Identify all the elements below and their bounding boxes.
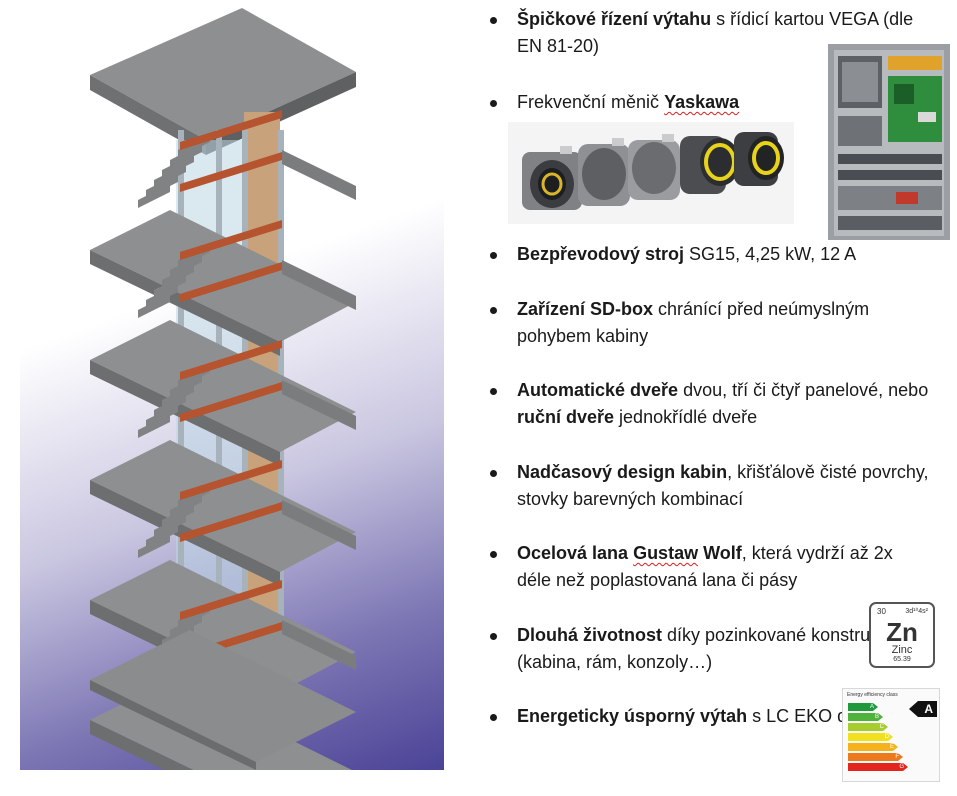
feature-text: Automatické dveře dvou, tří či čtyř pane… — [517, 380, 929, 427]
bullet-dot — [490, 388, 497, 395]
zinc-element-icon: 30 3d¹⁰4s² Zn Zinc 65.39 — [869, 602, 935, 668]
bullet-dot — [490, 252, 497, 259]
bullet-dot — [490, 470, 497, 477]
bullet-dot — [490, 551, 497, 558]
energy-label-title: Energy efficiency class — [847, 692, 898, 698]
energy-class-bar: C — [848, 723, 888, 731]
zinc-name: Zinc — [891, 644, 913, 656]
feature-text: Zařízení SD-box chránící před neúmyslným… — [517, 299, 870, 346]
feature-text: Nadčasový design kabin, křišťálově čisté… — [517, 462, 929, 509]
zinc-atomic-number: 30 — [877, 607, 886, 616]
energy-rating-arrow: A — [909, 701, 937, 717]
feature-bullet: Bezpřevodový stroj SG15, 4,25 kW, 12 A — [490, 241, 930, 268]
feature-bullet: Frekvenční měnič Yaskawa — [490, 89, 930, 116]
feature-bullet: Dlouhá životnost díky pozinkované konstr… — [490, 622, 930, 676]
energy-class-bar: G — [848, 763, 908, 771]
feature-text: Ocelová lana Gustaw Wolf, která vydrží a… — [517, 543, 893, 590]
energy-class-bar: A — [848, 703, 878, 711]
feature-text: Frekvenční měnič Yaskawa — [517, 92, 740, 112]
zinc-mass: 65.39 — [893, 656, 911, 663]
bullet-dot — [490, 633, 497, 640]
zinc-electron-config: 3d¹⁰4s² — [905, 608, 928, 615]
feature-text: Špičkové řízení výtahu s řídicí kartou V… — [517, 9, 914, 56]
zinc-symbol: Zn — [886, 617, 918, 647]
elevator-shaft-illustration — [20, 0, 444, 770]
energy-class-bar: F — [848, 753, 903, 761]
energy-class-bar: B — [848, 713, 883, 721]
feature-bullet: Automatické dveře dvou, tří či čtyř pane… — [490, 377, 930, 431]
bullet-dot — [490, 714, 497, 721]
feature-bullet: Zařízení SD-box chránící před neúmyslným… — [490, 296, 930, 350]
bullet-dot — [490, 100, 497, 107]
energy-class-bar: D — [848, 733, 893, 741]
control-board-image — [826, 42, 952, 242]
bullet-dot — [490, 17, 497, 24]
elevator-shaft-drawing — [90, 8, 356, 770]
feature-bullet: Ocelová lana Gustaw Wolf, která vydrží a… — [490, 540, 930, 594]
feature-text: Bezpřevodový stroj SG15, 4,25 kW, 12 A — [517, 244, 857, 264]
energy-class-bar: E — [848, 743, 898, 751]
feature-text: Dlouhá životnost díky pozinkované konstr… — [517, 625, 893, 672]
feature-bullet: Nadčasový design kabin, křišťálově čisté… — [490, 459, 930, 513]
feature-bullet: Špičkové řízení výtahu s řídicí kartou V… — [490, 6, 930, 60]
bullet-dot — [490, 307, 497, 314]
gearless-motor-image — [508, 122, 794, 224]
